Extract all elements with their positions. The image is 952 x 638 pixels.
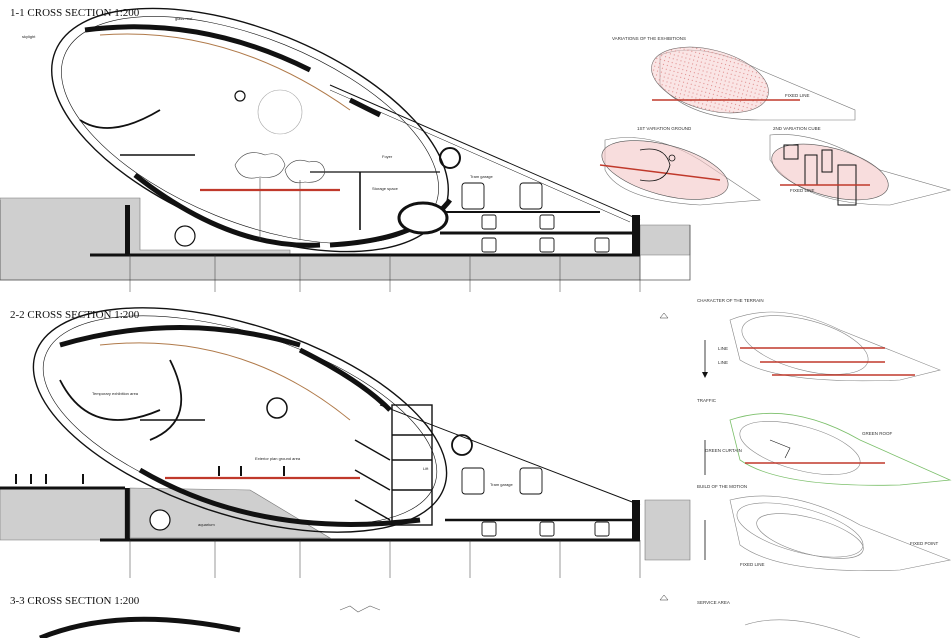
diagram-terrain: CHARACTER OF THE TERRAIN LINE LINE: [697, 298, 941, 382]
diagram-exhibitions: VARIATIONS OF THE EXHIBITIONS FIXED LINE…: [599, 36, 952, 206]
label-exhibition-fixed-line-b: FIXED LINE: [790, 188, 815, 193]
diagram-traffic: TRAFFIC GREEN ROOF GREEN CURTAIN: [697, 398, 952, 486]
diagram-service-title: SERVICE AREA: [697, 600, 730, 605]
section-1-1-title: 1-1 CROSS SECTION 1:200: [10, 7, 140, 19]
label-tram-garage-1: Tram garage: [470, 174, 494, 179]
label-exhibition-variation-cube: 2ND VARIATION CUBE: [773, 126, 821, 131]
diagram-motion: BUILD OF THE MOTION FIXED POINT FIXED LI…: [697, 484, 952, 572]
label-glass-roof: glass roof: [175, 16, 193, 21]
label-traffic-green-roof: GREEN ROOF: [862, 431, 893, 436]
label-storage-space: Storage space: [372, 186, 399, 191]
label-terrain-line-b: LINE: [718, 360, 728, 365]
label-exhibition-variation-ground: 1ST VARIATION GROUND: [637, 126, 692, 131]
label-tram-garage-2: Tram garage: [490, 482, 514, 487]
section-2-2: 2-2 CROSS SECTION 1:200: [0, 307, 691, 578]
diagram-traffic-title: TRAFFIC: [697, 398, 717, 403]
label-temporary-exhibition: Temporary exhibition area: [92, 391, 139, 396]
section-1-1: 1-1 CROSS SECTION 1:200: [0, 7, 691, 292]
label-terrain-line-a: LINE: [718, 346, 728, 351]
section-3-3: 3-3 CROSS SECTION 1:200: [10, 595, 381, 638]
label-motion-fixed-point: FIXED POINT: [910, 541, 939, 546]
section-3-3-title: 3-3 CROSS SECTION 1:200: [10, 595, 140, 607]
label-foyer: Foyer: [382, 154, 393, 159]
north-arrow-icon: [659, 312, 669, 601]
section-2-2-title: 2-2 CROSS SECTION 1:200: [10, 309, 140, 321]
shell-ellipse-2: [32, 307, 448, 533]
label-exhibition-fixed-line-a: FIXED LINE: [785, 93, 810, 98]
label-traffic-green-curtain: GREEN CURTAIN: [705, 448, 742, 453]
ground-fill-2: [0, 487, 126, 541]
label-motion-fixed-line: FIXED LINE: [740, 562, 765, 567]
diagram-terrain-title: CHARACTER OF THE TERRAIN: [697, 298, 764, 303]
label-lift: Lift: [423, 466, 429, 471]
diagram-motion-title: BUILD OF THE MOTION: [697, 484, 747, 489]
label-skylight: skylight: [22, 34, 36, 39]
diagram-service: SERVICE AREA: [697, 600, 861, 638]
label-aquarium: aquarium: [198, 522, 215, 527]
diagram-exhibitions-title: VARIATIONS OF THE EXHIBITIONS: [612, 36, 686, 41]
ground-fill: [0, 197, 691, 281]
label-first-floor: Exterior plan ground area: [255, 456, 301, 461]
